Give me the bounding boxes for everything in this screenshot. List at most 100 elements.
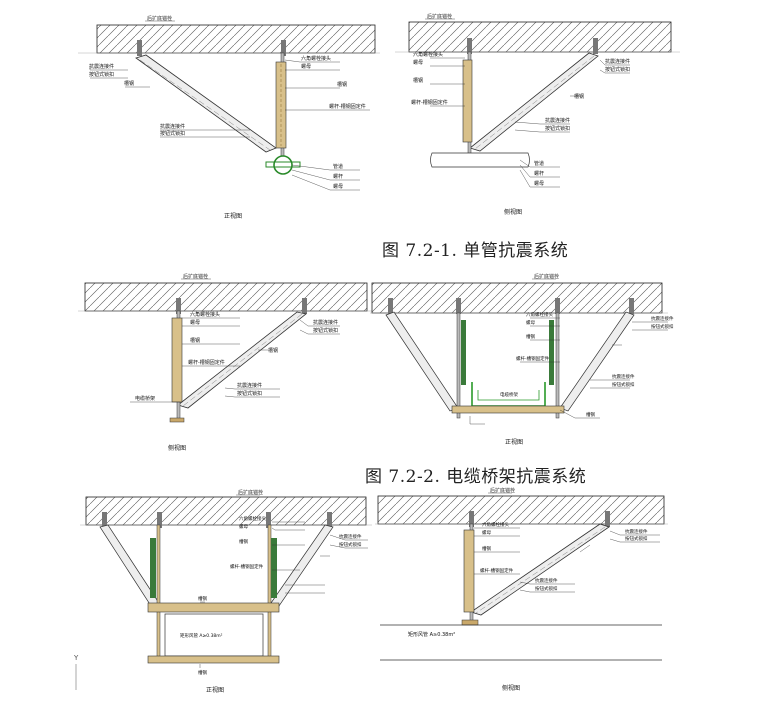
label-channel: 槽钢 [239, 538, 248, 545]
caption-cable-tray-system: 图 7.2-2. 电缆桥架抗震系统 [365, 467, 587, 487]
rectangular-duct [164, 613, 264, 657]
label-nut-2: 螺母 [333, 183, 343, 190]
label-button-lock: 按钮式锁扣 [605, 66, 630, 73]
label-duct: 矩形风管 A≥0.38m² [408, 631, 455, 638]
label-button-lock: 按钮式锁扣 [651, 323, 674, 330]
label-button-lock-2: 按钮式锁扣 [612, 381, 635, 388]
drawing-2-side-view-single-pipe: 后扩底锚栓 六角螺栓接头 螺母 槽钢 螺杆-槽钢固定件 [395, 13, 680, 216]
pipe [273, 155, 293, 175]
label-nut: 螺母 [413, 59, 423, 66]
label-channel: 槽钢 [190, 337, 200, 344]
label-hex-joint: 六角螺栓接头 [301, 55, 331, 62]
label-nut-2: 螺母 [534, 180, 544, 187]
right-rod [267, 524, 272, 661]
label-rod: 螺杆 [534, 170, 544, 177]
pipe-side [430, 152, 530, 168]
drawing-4-front-view-cable-tray: 后扩底锚栓 电缆桥架 [370, 273, 674, 446]
label-hex-joint: 六角螺栓接头 [239, 515, 266, 522]
left-brace [385, 311, 459, 412]
label-seismic-connector-2: 抗震连接件 [545, 117, 570, 124]
label-channel-2: 槽钢 [337, 81, 347, 88]
label-hex-joint: 六角螺栓接头 [526, 311, 553, 318]
channel-steel [463, 529, 475, 613]
label-seismic-connector: 抗震连接件 [625, 528, 648, 535]
view-title: 侧视图 [504, 208, 522, 216]
label-tray: 电缆桥架 [500, 391, 518, 398]
label-channel-2: 槽钢 [268, 347, 278, 354]
slab-anchor-label: 后扩底锚栓 [490, 487, 515, 494]
label-cable-tray: 电缆桥架 [135, 395, 155, 402]
label-nut: 螺母 [482, 529, 491, 536]
label-duct: 矩形风管 A≥0.38m² [180, 632, 223, 639]
slab-anchor-label: 后扩底锚栓 [534, 273, 559, 280]
label-rod-channel-fixer: 螺杆-槽钢固定件 [516, 355, 550, 362]
label-seismic-connector-2: 抗震连接件 [160, 123, 185, 130]
left-rod [456, 312, 461, 419]
label-seismic-connector-2: 抗震连接件 [612, 373, 635, 380]
label-seismic-connector: 抗震连接件 [651, 315, 674, 322]
label-nut: 螺母 [301, 63, 311, 70]
label-button-lock-2: 按钮式锁扣 [535, 585, 558, 592]
concrete-slab [377, 495, 665, 525]
view-title: 正视图 [224, 212, 242, 220]
label-channel: 槽钢 [413, 77, 423, 84]
top-channel [147, 602, 280, 613]
label-button-lock-2: 按钮式锁扣 [237, 390, 262, 397]
label-seismic-connector: 抗震连接件 [313, 319, 338, 326]
label-seismic-connector-2: 抗震连接件 [535, 577, 558, 584]
label-rod-channel-fixer: 螺杆-槽钢固定件 [480, 567, 514, 574]
channel-steel [462, 59, 473, 143]
label-button-lock: 按钮式锁扣 [313, 327, 338, 334]
label-channel-2: 槽钢 [574, 93, 584, 100]
label-hex-joint: 六角螺栓接头 [190, 311, 220, 318]
label-nut: 螺母 [526, 319, 535, 326]
right-brace [270, 524, 334, 607]
view-title: 正视图 [206, 686, 224, 694]
label-channel-2: 槽钢 [198, 595, 207, 602]
label-seismic-connector-2: 抗震连接件 [237, 382, 262, 389]
cross-channel [451, 405, 565, 414]
label-button-lock: 按钮式锁扣 [625, 535, 648, 542]
label-hex-joint: 六角螺栓接头 [482, 521, 509, 528]
label-rod-channel-fixer: 螺杆-槽钢固定件 [188, 359, 225, 366]
slab-anchor-label: 后扩底锚栓 [427, 13, 452, 20]
slab-anchor-label: 后扩底锚栓 [238, 489, 263, 496]
label-pipe: 管道 [534, 160, 544, 167]
label-hex-joint: 六角螺栓接头 [413, 51, 443, 58]
concrete-slab [408, 21, 672, 53]
label-button-lock-2: 按钮式锁扣 [160, 130, 185, 137]
concrete-slab [84, 282, 368, 312]
slab-anchor-label: 后扩底锚栓 [183, 273, 208, 280]
view-title: 正视图 [505, 438, 523, 446]
concrete-slab [85, 496, 367, 526]
drawing-6-side-view-duct: 后扩底锚栓 矩形风管 A≥0.38m² 六角螺栓接头 螺母 槽钢 螺杆-槽钢固 [375, 487, 668, 692]
diagonal-brace [135, 54, 277, 153]
drawing-1-front-view-single-pipe: 后扩底锚栓 抗震连接件 [78, 15, 380, 220]
concrete-slab [371, 282, 663, 314]
label-nut: 螺母 [190, 319, 200, 326]
right-rod [555, 312, 560, 419]
label-channel-2: 槽钢 [586, 411, 595, 418]
label-button-lock-2: 按钮式锁扣 [545, 125, 570, 132]
label-seismic-connector: 抗震连接件 [605, 58, 630, 65]
label-rod-channel-fixer: 螺杆-槽钢固定件 [329, 103, 366, 110]
label-seismic-connector: 抗震连接件 [339, 533, 362, 540]
label-channel: 槽钢 [482, 545, 491, 552]
label-pipe: 管道 [333, 163, 343, 170]
right-brace [559, 311, 635, 412]
bottom-channel [147, 655, 280, 664]
drawing-3-side-view-cable-tray: 后扩底锚栓 六角螺栓接头 螺母 槽钢 螺杆-槽钢固定件 抗震连接件 [78, 273, 372, 452]
view-title: 侧视图 [502, 684, 520, 692]
slab-anchor-label: 后扩底锚栓 [147, 15, 172, 22]
caption-single-pipe-system: 图 7.2-1. 单管抗震系统 [382, 241, 569, 261]
left-rod [156, 524, 161, 661]
label-seismic-connector: 抗震连接件 [89, 63, 114, 70]
label-rod: 螺杆 [333, 173, 343, 180]
drawing-5-front-view-duct: 后扩底锚栓 矩形风管 A≥0.38m² 六角螺 [73, 489, 372, 694]
label-channel: 槽钢 [526, 333, 535, 340]
axis-marker: Y [73, 654, 79, 662]
channel-steel [171, 317, 183, 403]
label-channel-3: 槽钢 [198, 669, 207, 676]
label-channel: 槽钢 [124, 80, 134, 87]
